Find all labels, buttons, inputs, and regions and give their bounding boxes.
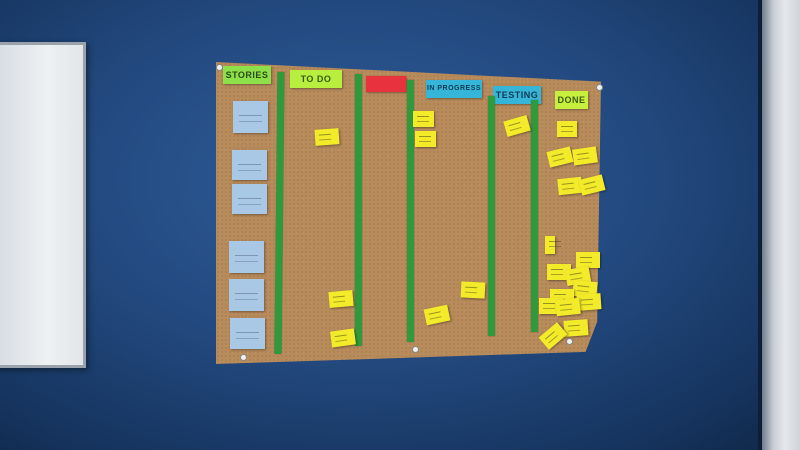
column-header-testing: TESTING xyxy=(493,86,541,104)
story-card xyxy=(233,101,268,133)
story-card xyxy=(229,241,264,273)
column-header-stories: STORIES xyxy=(223,66,271,84)
board-pin xyxy=(566,338,573,345)
task-note xyxy=(555,297,581,317)
whiteboard xyxy=(0,42,86,368)
column-header-in-progress: IN PROGRESS xyxy=(426,80,482,98)
door-frame xyxy=(758,0,800,450)
task-note xyxy=(572,146,598,166)
column-divider xyxy=(407,80,414,342)
task-note xyxy=(576,252,600,268)
column-header-todo: TO DO xyxy=(290,70,342,88)
column-divider xyxy=(488,96,495,336)
column-header-label: IN PROGRESS xyxy=(426,85,482,92)
board-pin xyxy=(596,84,603,91)
story-card xyxy=(230,318,265,349)
task-note xyxy=(557,121,577,137)
story-card xyxy=(229,279,264,311)
column-header-label: DONE xyxy=(557,95,586,105)
column-header-done: DONE xyxy=(555,91,588,109)
story-card xyxy=(232,150,267,180)
task-note xyxy=(330,328,356,348)
board-pin xyxy=(412,346,419,353)
task-note xyxy=(415,131,436,147)
story-card xyxy=(232,184,267,214)
board-pin xyxy=(216,64,223,71)
column-header-red xyxy=(366,76,406,92)
column-divider xyxy=(531,100,538,332)
column-header-label: TESTING xyxy=(495,90,539,100)
column-header-label: STORIES xyxy=(225,70,269,80)
board-pin xyxy=(240,354,247,361)
column-divider xyxy=(355,74,362,346)
column-header-label: TO DO xyxy=(300,74,332,84)
task-note xyxy=(460,281,486,299)
task-note xyxy=(545,236,561,254)
task-note xyxy=(328,289,354,309)
task-note xyxy=(314,128,340,146)
task-note xyxy=(413,111,434,127)
